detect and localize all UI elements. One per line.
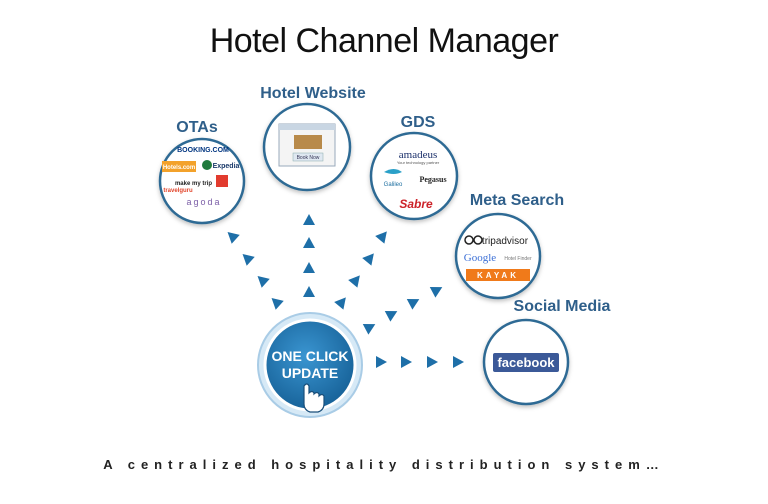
one-click-update-hub: ONE CLICK UPDATE — [257, 312, 363, 418]
arrow-social-4 — [453, 356, 464, 368]
page-title: Hotel Channel Manager — [209, 22, 559, 60]
arrows — [227, 214, 464, 368]
arrow-social-2 — [401, 356, 412, 368]
galileo-logo: Galileo — [384, 182, 403, 188]
gds-circle — [369, 131, 459, 221]
arrow-meta-1 — [429, 287, 443, 298]
hotel-finder-logo: Hotel Finder — [504, 256, 532, 262]
meta-node: Meta Search tripadvisor Google Hotel Fin… — [454, 192, 564, 300]
otas-circle — [158, 137, 246, 225]
arrow-website-1 — [303, 214, 315, 225]
gds-node: GDS amadeus Your technology partner Gali… — [369, 114, 459, 221]
travelguru-logo: travelguru — [163, 188, 193, 194]
arrow-gds-2 — [362, 253, 374, 266]
makemytrip-badge — [216, 175, 228, 187]
pegasus-logo: Pegasus — [419, 175, 446, 184]
otas-label: OTAs — [176, 119, 218, 136]
website-node: Hotel Website Book Now — [260, 85, 366, 192]
facebook-logo-bg — [493, 353, 559, 372]
otas-node: OTAs BOOKING.COM Hotels.com Expedia make… — [158, 119, 246, 225]
tripadvisor-logo: tripadvisor — [482, 236, 529, 247]
book-now-text: Book Now — [297, 155, 320, 161]
social-label: Social Media — [514, 298, 611, 315]
arrow-meta-4 — [362, 324, 376, 335]
meta-label: Meta Search — [470, 192, 564, 209]
amadeus-logo: amadeus — [399, 149, 437, 161]
arrow-gds-3 — [348, 275, 360, 288]
arrow-social-3 — [427, 356, 438, 368]
galileo-swoosh-icon — [384, 169, 402, 174]
amadeus-tagline: Your technology partner — [397, 160, 440, 165]
kayak-logo-bg — [466, 269, 530, 281]
hotels-logo: Hotels.com — [163, 165, 195, 171]
website-photo-icon — [294, 135, 322, 149]
pointer-hand-icon — [303, 383, 325, 413]
arrow-gds-4 — [334, 297, 346, 310]
hotels-logo-bg — [162, 161, 196, 172]
arrow-gds-1 — [375, 231, 387, 244]
makemytrip-logo: make my trip — [175, 181, 212, 187]
arrow-otas-2 — [242, 253, 255, 266]
tripadvisor-owl-icon — [464, 235, 474, 245]
hub-line1: ONE CLICK — [272, 348, 349, 364]
arrow-website-4 — [303, 286, 315, 297]
book-now-button — [292, 152, 324, 162]
booking-logo: BOOKING.COM — [177, 147, 229, 154]
arrow-social-1 — [376, 356, 387, 368]
facebook-logo: facebook — [497, 355, 555, 370]
hub-line2: UPDATE — [282, 365, 339, 381]
google-logo: Google — [464, 252, 497, 264]
expedia-globe-icon — [202, 160, 212, 170]
arrow-website-2 — [303, 237, 315, 248]
arrow-meta-3 — [384, 311, 398, 322]
footer-tagline: A centralized hospitality distribution s… — [103, 457, 665, 472]
social-node: Social Media facebook — [482, 298, 611, 406]
agoda-logo: agoda — [186, 197, 221, 207]
arrow-otas-1 — [227, 231, 240, 244]
arrow-otas-3 — [257, 275, 270, 288]
arrow-meta-2 — [406, 299, 420, 310]
website-label: Hotel Website — [260, 85, 366, 102]
gds-label: GDS — [401, 114, 436, 131]
website-mockup-bar — [279, 124, 335, 130]
kayak-logo: KAYAK — [477, 271, 519, 280]
arrow-website-3 — [303, 262, 315, 273]
sabre-logo: Sabre — [399, 197, 433, 211]
arrow-otas-4 — [271, 297, 284, 310]
expedia-logo: Expedia — [213, 163, 240, 170]
